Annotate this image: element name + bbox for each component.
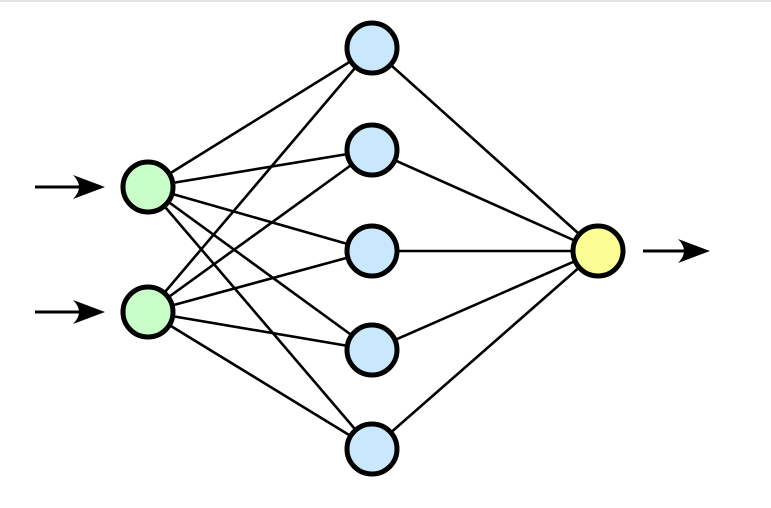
edge-input-1-hidden-1: [147, 46, 373, 189]
edge-hidden-4-output-1: [371, 249, 599, 352]
edge-input-1-hidden-4: [147, 185, 373, 352]
edge-input-2-hidden-2: [147, 148, 373, 314]
edge-input-1-hidden-5: [147, 186, 373, 450]
output-arrow: [643, 239, 710, 263]
node-hidden-4: [344, 322, 400, 378]
edge-input-1-hidden-3: [147, 185, 373, 253]
node-hidden-1: [344, 20, 400, 76]
window-top-border: [0, 0, 771, 2]
node-hidden-5: [344, 421, 400, 477]
arrowhead-icon: [73, 300, 105, 324]
input-arrow-1: [35, 175, 105, 199]
edge-input-2-hidden-3: [147, 249, 373, 314]
edge-input-2-hidden-4: [147, 310, 373, 352]
edge-input-2-hidden-5: [147, 310, 373, 451]
arrowhead-icon: [678, 239, 710, 263]
edge-input-2-hidden-1: [147, 47, 373, 313]
edge-hidden-1-output-1: [371, 47, 599, 252]
input-arrow-2: [35, 300, 105, 324]
node-input-1: [120, 159, 176, 215]
node-hidden-2: [344, 122, 400, 178]
node-input-2: [120, 284, 176, 340]
arrowhead-icon: [73, 175, 105, 199]
node-output-1: [570, 223, 626, 279]
node-hidden-3: [344, 223, 400, 279]
edge-hidden-2-output-1: [371, 148, 599, 253]
edge-hidden-5-output-1: [371, 250, 599, 450]
edge-input-1-hidden-2: [147, 148, 373, 189]
